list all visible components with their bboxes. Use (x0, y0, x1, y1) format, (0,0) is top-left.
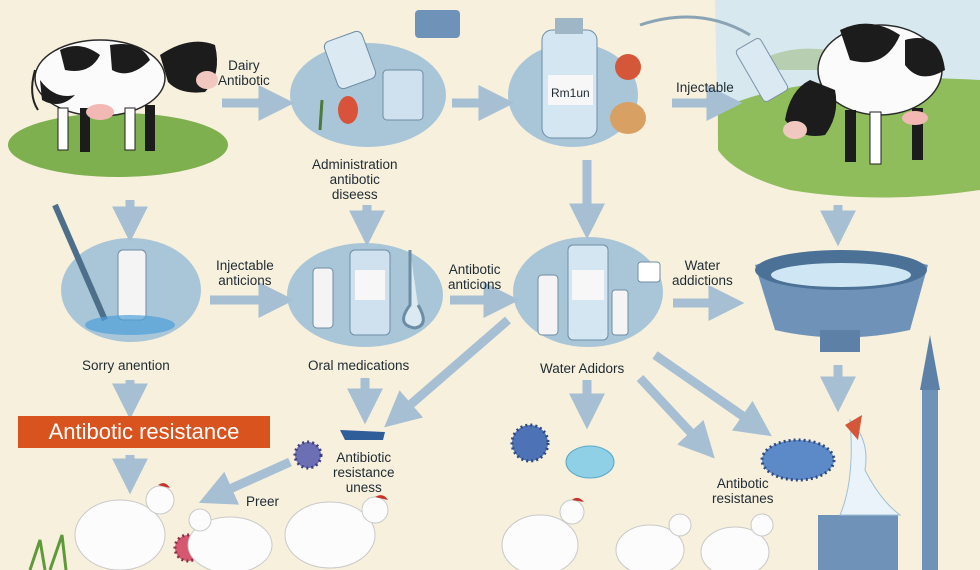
label-preer: Preer (246, 494, 280, 509)
disinfection-tower (818, 335, 940, 570)
label-antibotic-resistanes: Antibotic resistanes (712, 476, 774, 506)
syringe-top-right (639, 15, 789, 103)
label-dairy-antibiotic: Dairy Antibotic (218, 58, 270, 88)
label-administration: Administration antibotic diseess (312, 157, 398, 202)
label-resistance-uness: Antibiotic resistance uness (333, 450, 395, 495)
chickens (28, 483, 774, 570)
pathogens (173, 423, 836, 563)
antibiotic-resistance-banner: Antibotic resistance (18, 416, 270, 448)
label-injectable-top: Injectable (676, 80, 734, 95)
grass-patch-left (8, 113, 228, 177)
label-bottle: Rm1un (551, 86, 590, 100)
label-water-adidors: Water Adidors (540, 361, 625, 376)
flow-arrows (112, 85, 856, 505)
label-injectable-anticions: Injectable anticions (216, 258, 274, 288)
lab-glassware (52, 10, 661, 341)
label-water-addictions: Water addictions (672, 258, 733, 288)
label-antibotic-anticions: Antibotic anticions (448, 262, 502, 292)
label-oral-medications: Oral medications (308, 358, 410, 373)
dairy-cow-left (31, 39, 218, 152)
water-trough (755, 250, 928, 352)
dairy-cow-right (783, 23, 945, 165)
label-sorry-anention: Sorry anention (82, 358, 170, 373)
